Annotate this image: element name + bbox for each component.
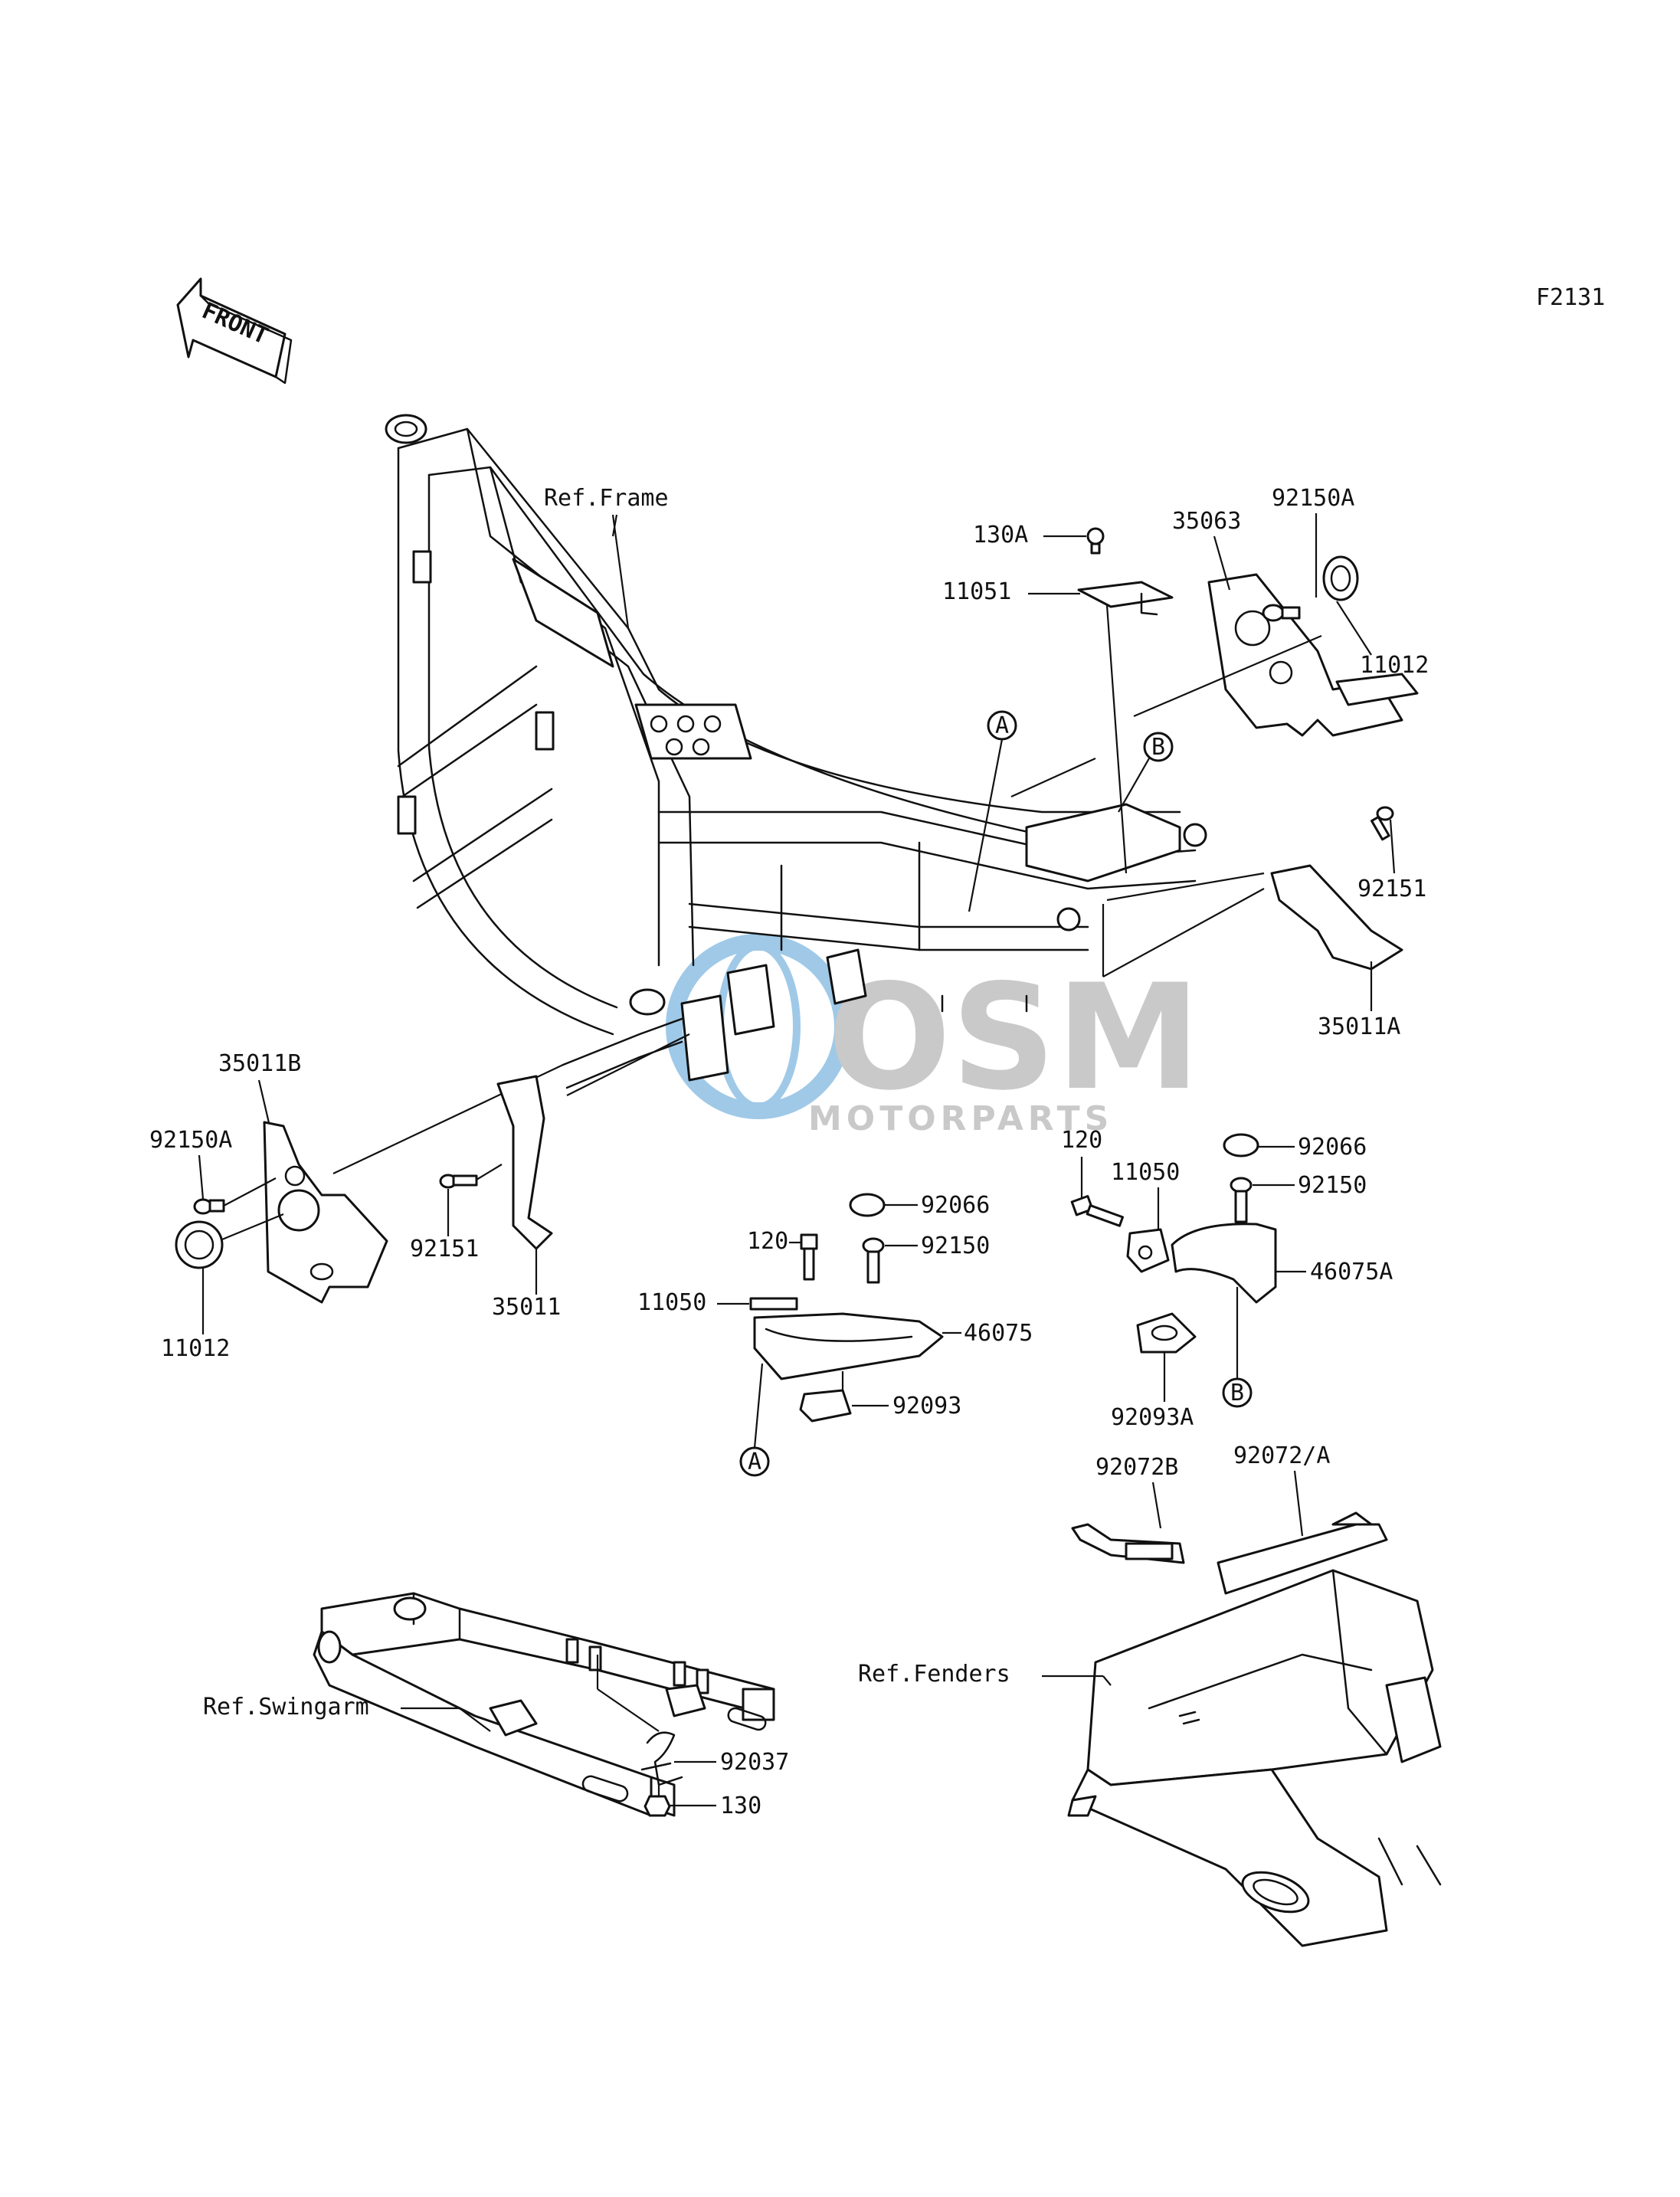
collar-11050-right: [1126, 1228, 1170, 1273]
marker-b-bottom: B: [1222, 1377, 1253, 1408]
bolt-92150A-left: [193, 1198, 225, 1215]
frame-illustration: [385, 414, 1207, 1089]
bolt-92151-mid: [439, 1174, 478, 1189]
collar-11050-mid: [749, 1297, 798, 1311]
swingarm-illustration: [313, 1592, 775, 1817]
callout-92151-mid: 92151: [410, 1236, 479, 1262]
ref-swingarm-label: Ref.Swingarm: [203, 1694, 369, 1721]
footpeg-plate-35063: [1207, 573, 1419, 737]
bolt-120-right: [1070, 1194, 1125, 1227]
callout-130: 130: [720, 1793, 761, 1819]
callout-92093A: 92093A: [1111, 1404, 1194, 1431]
strap-92072B: [1071, 1523, 1185, 1564]
callout-35011A: 35011A: [1318, 1013, 1400, 1040]
cap-92066-mid: [849, 1193, 886, 1217]
callout-11051: 11051: [942, 578, 1011, 605]
callout-92066-mid: 92066: [921, 1192, 990, 1219]
callout-11050-mid: 11050: [637, 1289, 706, 1316]
strap-92072A: [1217, 1511, 1388, 1595]
callout-92066-right: 92066: [1298, 1134, 1367, 1161]
front-arrow-icon: FRONT: [176, 277, 293, 385]
callout-120-right: 120: [1061, 1127, 1102, 1154]
callout-92072A: 92072/A: [1233, 1442, 1330, 1469]
callout-11012-left: 11012: [161, 1335, 230, 1362]
grommet-11012-top: [1322, 555, 1359, 601]
fender-illustration: [1067, 1569, 1442, 1947]
marker-a-bottom: A: [739, 1446, 770, 1477]
bracket-11051: [1077, 581, 1174, 608]
callout-92150-mid: 92150: [921, 1233, 990, 1259]
callout-11012-top: 11012: [1360, 652, 1429, 679]
callout-92150A-left: 92150A: [149, 1127, 232, 1154]
cap-92066-right: [1223, 1133, 1259, 1157]
svg-text:B: B: [1230, 1380, 1244, 1406]
bolt-130A: [1086, 527, 1105, 555]
footrest-46075: [753, 1312, 944, 1380]
diagram-code: F2131: [1536, 284, 1605, 311]
footrest-46075A: [1171, 1223, 1277, 1304]
watermark-brand: OSM: [827, 953, 1200, 1122]
callout-92151-right: 92151: [1357, 876, 1426, 902]
callout-92150-right: 92150: [1298, 1172, 1367, 1199]
callout-46075A: 46075A: [1310, 1259, 1393, 1285]
rubber-92093A: [1136, 1312, 1197, 1354]
callout-92093: 92093: [892, 1393, 961, 1419]
footpeg-bracket-35011: [496, 1075, 553, 1250]
grommet-11012-left: [175, 1220, 224, 1269]
callout-35011B: 35011B: [218, 1050, 301, 1077]
bolt-92150-right: [1230, 1177, 1253, 1223]
callout-120-mid: 120: [747, 1228, 788, 1255]
callout-35063: 35063: [1172, 508, 1241, 535]
side-cover-35011B: [263, 1121, 388, 1304]
bolt-92150A-top: [1262, 604, 1301, 622]
callout-92150A-top: 92150A: [1272, 485, 1354, 512]
watermark-tagline: MOTORPARTS: [808, 1099, 1113, 1138]
clip-92037: [640, 1731, 683, 1786]
bolt-92151-right: [1371, 806, 1394, 841]
marker-a-top: A: [987, 710, 1017, 741]
callout-35011: 35011: [492, 1294, 561, 1321]
ref-frame-label: Ref.Frame: [544, 485, 669, 512]
ref-fenders-label: Ref.Fenders: [858, 1661, 1010, 1688]
callout-130A: 130A: [973, 522, 1028, 548]
bolt-92150-mid: [862, 1237, 885, 1284]
nut-130: [644, 1795, 671, 1817]
callout-46075: 46075: [964, 1320, 1033, 1347]
watermark-logo: OSM MOTORPARTS: [666, 934, 1200, 1138]
callout-11050-right: 11050: [1111, 1159, 1180, 1186]
callout-92037: 92037: [720, 1749, 789, 1776]
callout-92072B: 92072B: [1095, 1454, 1178, 1481]
marker-b-top: B: [1143, 732, 1174, 762]
svg-text:A: A: [995, 712, 1009, 739]
bolt-120-mid: [800, 1233, 818, 1281]
rubber-92093: [799, 1389, 852, 1423]
svg-text:A: A: [748, 1449, 761, 1475]
svg-text:B: B: [1151, 734, 1165, 761]
